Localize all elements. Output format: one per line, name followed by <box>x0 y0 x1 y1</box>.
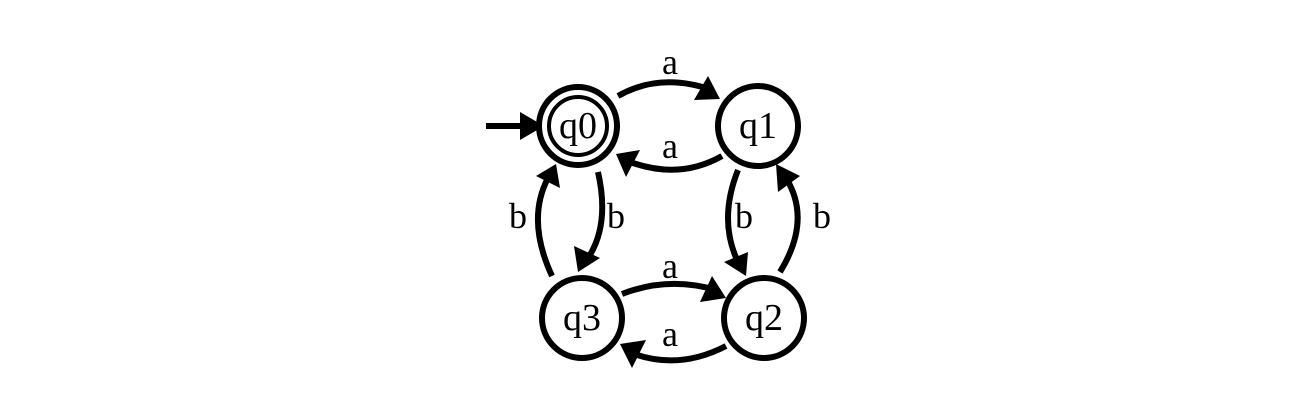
edge-q2-q1: b <box>776 164 831 274</box>
edge-q2-q3: a <box>620 314 728 368</box>
edge-label-q2-q3: a <box>662 314 678 354</box>
edge-label-q0-q3: b <box>607 196 625 236</box>
state-q0: q0 <box>536 84 620 168</box>
edge-q1-q2: b <box>724 168 753 276</box>
state-q3: q3 <box>539 275 625 361</box>
state-q1: q1 <box>715 83 801 169</box>
edge-q1-q0: a <box>616 126 724 177</box>
edge-q3-q2: a <box>620 246 726 302</box>
state-label-q0: q0 <box>559 105 597 147</box>
edge-q0-q1: a <box>616 42 720 100</box>
state-label-q1: q1 <box>739 105 777 147</box>
edge-q3-q0: b <box>509 164 560 278</box>
state-label-q3: q3 <box>563 297 601 339</box>
state-q2: q2 <box>721 275 807 361</box>
edge-label-q1-q2: b <box>735 196 753 236</box>
edge-label-q1-q0: a <box>662 126 678 166</box>
edge-label-q2-q1: b <box>813 196 831 236</box>
state-label-q2: q2 <box>745 297 783 339</box>
edge-q0-q3: b <box>574 171 625 272</box>
edge-label-q3-q0: b <box>509 196 527 236</box>
edge-label-q0-q1: a <box>662 42 678 82</box>
edge-label-q3-q2: a <box>662 246 678 286</box>
initial-arrow <box>486 112 544 140</box>
